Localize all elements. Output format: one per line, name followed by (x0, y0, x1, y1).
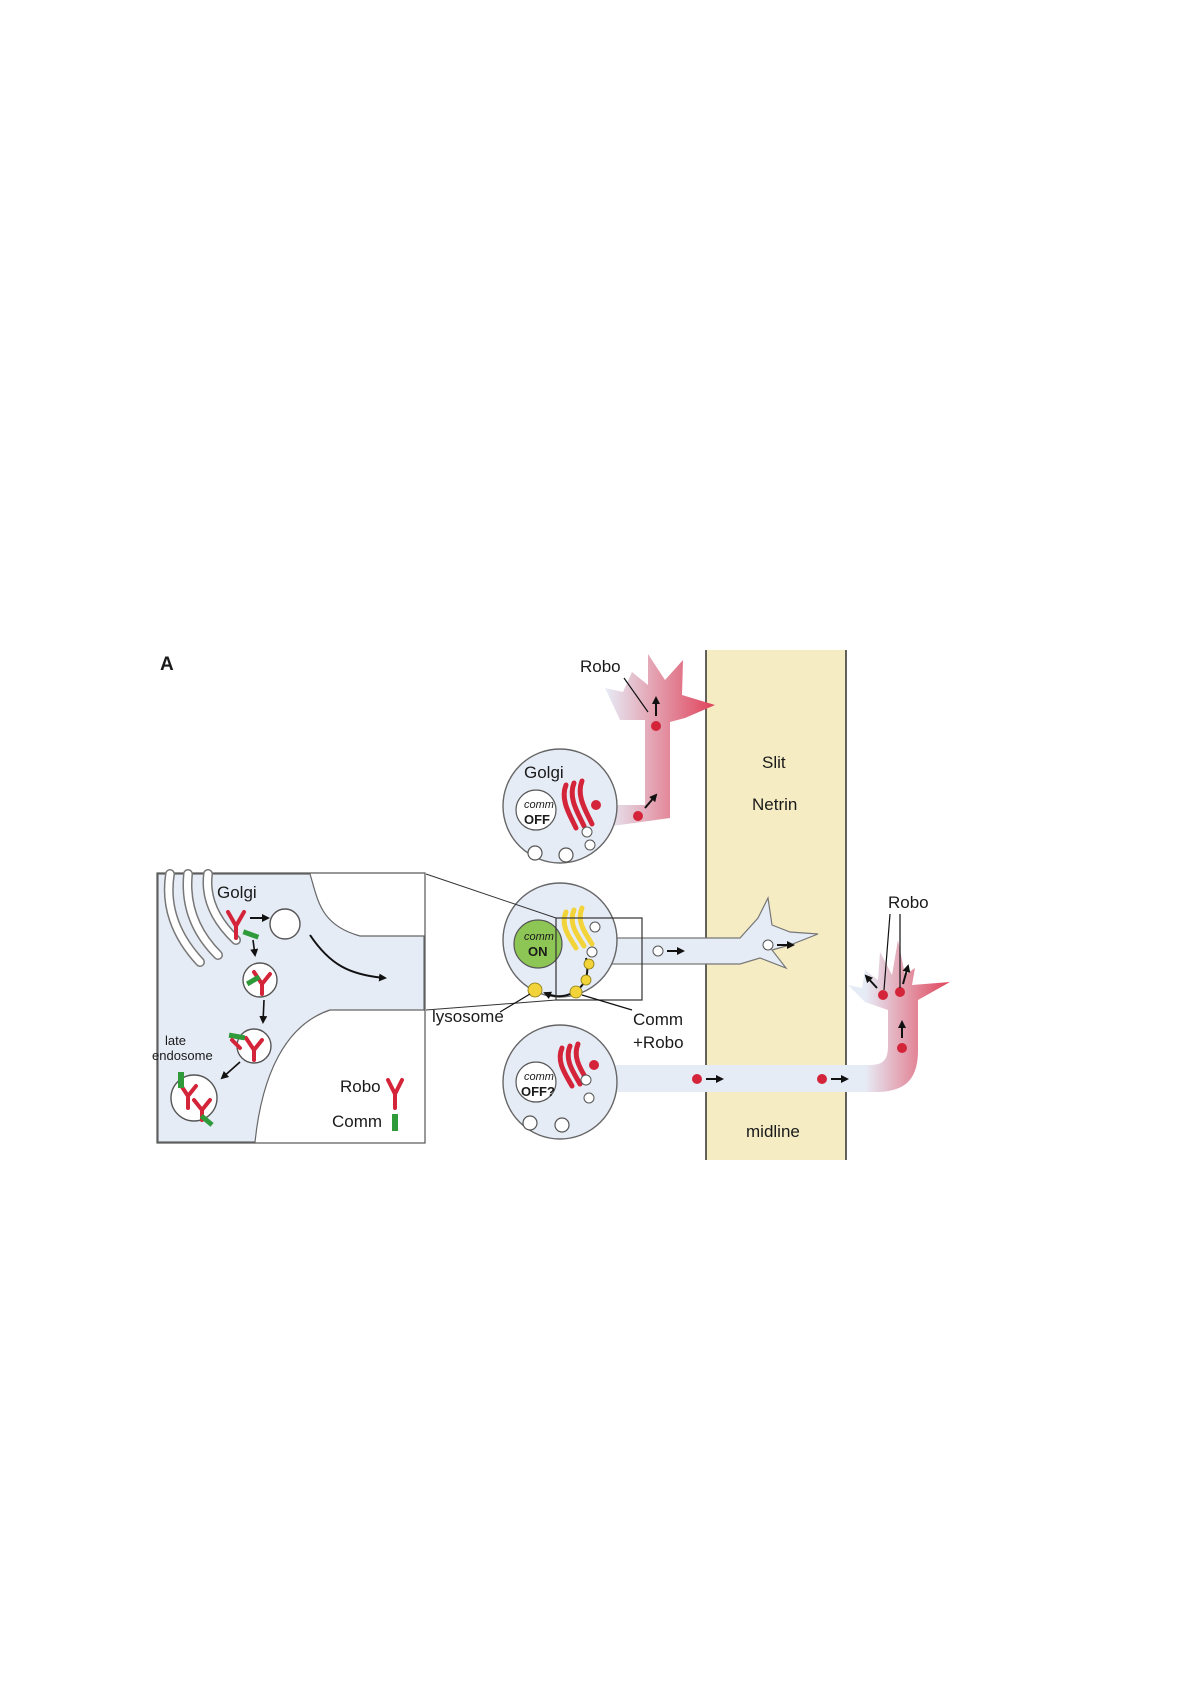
vesicle-icon (585, 840, 595, 850)
vesicle-icon (582, 827, 592, 837)
leader-line (500, 994, 530, 1012)
robo-vesicle-icon (878, 990, 888, 1000)
robo-vesicle-icon (591, 800, 601, 810)
robo-vesicle-icon (692, 1074, 702, 1084)
robo-vesicle-icon (651, 721, 661, 731)
lysosome-label: lysosome (432, 1007, 504, 1026)
neuron-top: Golgi comm OFF Robo (503, 654, 715, 863)
vesicle-icon (763, 940, 773, 950)
golgi-label-top: Golgi (524, 763, 564, 782)
comm-robo-vesicle-icon (570, 986, 582, 998)
late-endosome-icon (171, 1075, 217, 1121)
robo-vesicle-icon (817, 1074, 827, 1084)
legend-robo-label: Robo (340, 1077, 381, 1096)
comm-state-label-bottom: OFF? (521, 1084, 555, 1099)
vesicle-icon (270, 909, 300, 939)
robo-vesicle-icon (897, 1043, 907, 1053)
comm-state-label-middle: ON (528, 944, 548, 959)
legend-comm-label: Comm (332, 1112, 382, 1131)
robo-label-bottom: Robo (888, 893, 929, 912)
leader-line (582, 995, 632, 1010)
inset-golgi-label: Golgi (217, 883, 257, 902)
midline-label: midline (746, 1122, 800, 1141)
comm-robo-label-line1: Comm (633, 1010, 683, 1029)
comm-robo-label-line2: +Robo (633, 1033, 684, 1052)
comm-gene-label-bottom: comm (524, 1071, 554, 1083)
robo-vesicle-icon (633, 811, 643, 821)
comm-legend-icon (392, 1114, 398, 1131)
netrin-label: Netrin (752, 795, 797, 814)
comm-state-label-top: OFF (524, 812, 550, 827)
robo-label-top: Robo (580, 657, 621, 676)
comm-gene-label-top: comm (524, 799, 554, 811)
vesicle-icon (559, 848, 573, 862)
vesicle-icon (653, 946, 663, 956)
vesicle-icon (528, 846, 542, 860)
robo-vesicle-icon (589, 1060, 599, 1070)
robo-vesicle-icon (895, 987, 905, 997)
late-endosome-label-line2: endosome (152, 1048, 213, 1063)
lysosome-icon (528, 983, 542, 997)
panel-letter: A (160, 654, 174, 675)
growth-cone-top (605, 654, 715, 826)
slit-label: Slit (762, 753, 786, 772)
inset-panel: Golgi late endosome Robo Comm (152, 873, 425, 1143)
comm-gene-label-middle: comm (524, 931, 554, 943)
late-endosome-label-line1: late (165, 1033, 186, 1048)
arrow-icon (263, 1000, 264, 1022)
